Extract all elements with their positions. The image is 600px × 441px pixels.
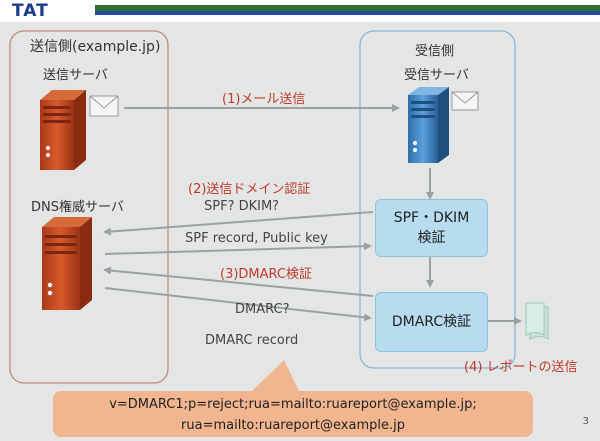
dmarc-record-line1: v=DMARC1;p=reject;rua=mailto:ruareport@e… [109, 397, 477, 412]
receiver-mail-server-label: 受信サーバ [404, 68, 469, 83]
step-dmarc-verify: (3)DMARC検証 [220, 267, 312, 282]
dmarc-verify-box: DMARC検証 [375, 292, 488, 352]
envelope-icon [89, 95, 119, 117]
envelope-icon [451, 91, 479, 111]
receiver-group-title: 受信側 [415, 44, 455, 59]
sender-group-title: 送信側(example.jp) [30, 39, 161, 55]
sender-mail-server-label: 送信サーバ [43, 68, 108, 83]
header-bar: TAT [0, 0, 600, 22]
sender-group-box [9, 30, 169, 384]
label-dmarc-query: DMARC? [235, 302, 290, 317]
label-spf-record: SPF record, Public key [185, 231, 328, 246]
step-mail-send: (1)メール送信 [222, 92, 306, 107]
record-callout-pointer [250, 360, 300, 393]
receiver-group-box [359, 30, 516, 369]
arrow-spf-record [104, 242, 372, 255]
arrow-spf-query [103, 211, 374, 236]
label-spf-dkim-query: SPF? DKIM? [204, 199, 280, 214]
spf-dkim-label: SPF・DKIM [393, 210, 470, 226]
sender-mail-server-icon [40, 90, 86, 170]
dns-server-icon [42, 217, 92, 310]
document-icon [525, 302, 549, 340]
dns-server-label: DNS権威サーバ [31, 200, 124, 215]
dmarc-record-callout: v=DMARC1;p=reject;rua=mailto:ruareport@e… [53, 391, 533, 437]
arrow-dmarc-query [103, 266, 374, 297]
label-dmarc-record: DMARC record [205, 333, 299, 348]
spf-dkim-verify-box: SPF・DKIM 検証 [375, 199, 488, 257]
dmarc-record-line2: rua=mailto:ruareport@example.jp [181, 418, 405, 433]
page-number: 3 [582, 416, 589, 427]
dmarc-verify-label: DMARC検証 [391, 314, 472, 330]
receiver-mail-server-icon [408, 87, 449, 163]
step-report-send: (4) レポートの送信 [464, 360, 578, 375]
step-domain-auth: (2)送信ドメイン認証 [188, 182, 311, 197]
spf-dkim-verify-label: 検証 [417, 230, 446, 246]
logo: TAT [12, 1, 49, 21]
arrow-dmarc-record [104, 287, 372, 322]
